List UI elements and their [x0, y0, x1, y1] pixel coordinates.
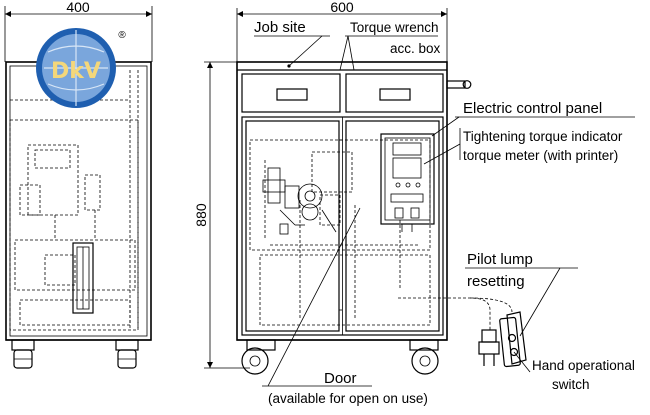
door-label: Door — [324, 370, 357, 387]
side-width-label: 400 — [66, 0, 90, 15]
job-site-drawer — [241, 73, 341, 113]
door-note-label: (available for open on use) — [268, 391, 428, 406]
side-view: 400 — [4, 0, 153, 369]
torque-indicator-callout: Tightening torque indicator torque meter… — [423, 128, 623, 165]
front-width-label: 600 — [330, 0, 354, 15]
right-door — [345, 120, 440, 332]
height-dimension: 880 — [193, 61, 250, 369]
logo-text: DkV — [51, 59, 101, 84]
electric-control-panel-label: Electric control panel — [463, 100, 602, 117]
side-width-dimension: 400 — [4, 0, 153, 62]
electric-control-panel — [380, 133, 435, 232]
electric-control-panel-callout: Electric control panel — [431, 100, 635, 137]
side-caster-right — [115, 339, 139, 369]
acc-box-label: acc. box — [390, 41, 441, 56]
job-site-callout: Job site — [254, 19, 330, 68]
switch-label: switch — [552, 377, 590, 392]
front-caster-right — [409, 339, 439, 375]
registered-mark: ® — [118, 30, 126, 41]
front-caster-left — [241, 339, 276, 375]
job-site-label: Job site — [254, 19, 306, 36]
torque-meter-label: torque meter (with printer) — [463, 148, 618, 163]
side-caster-left — [11, 339, 35, 369]
torque-wrench-drawer — [345, 73, 444, 113]
hand-switch-callout: Hand operational switch — [513, 351, 635, 392]
left-door — [245, 120, 340, 332]
pilot-lump-callout: Pilot lump resetting — [465, 251, 578, 337]
door-callout: Door (available for open on use) — [262, 207, 428, 406]
tightening-torque-indicator-label: Tightening torque indicator — [463, 129, 623, 144]
pump-assembly — [262, 167, 337, 235]
dkv-logo: DkV ® — [36, 28, 126, 108]
resetting-label: resetting — [467, 273, 525, 290]
hand-operational-switch — [499, 311, 527, 368]
height-label: 880 — [193, 203, 209, 227]
pendant-cable — [398, 297, 513, 330]
torque-wrench-label: Torque wrench — [350, 20, 439, 35]
torque-wrench-callout: Torque wrench acc. box — [339, 20, 441, 71]
plug — [478, 329, 500, 366]
front-width-dimension: 600 — [236, 0, 448, 62]
hand-operational-label: Hand operational — [532, 358, 635, 373]
pilot-lump-label: Pilot lump — [467, 251, 533, 268]
front-view: 600 880 — [193, 0, 472, 375]
